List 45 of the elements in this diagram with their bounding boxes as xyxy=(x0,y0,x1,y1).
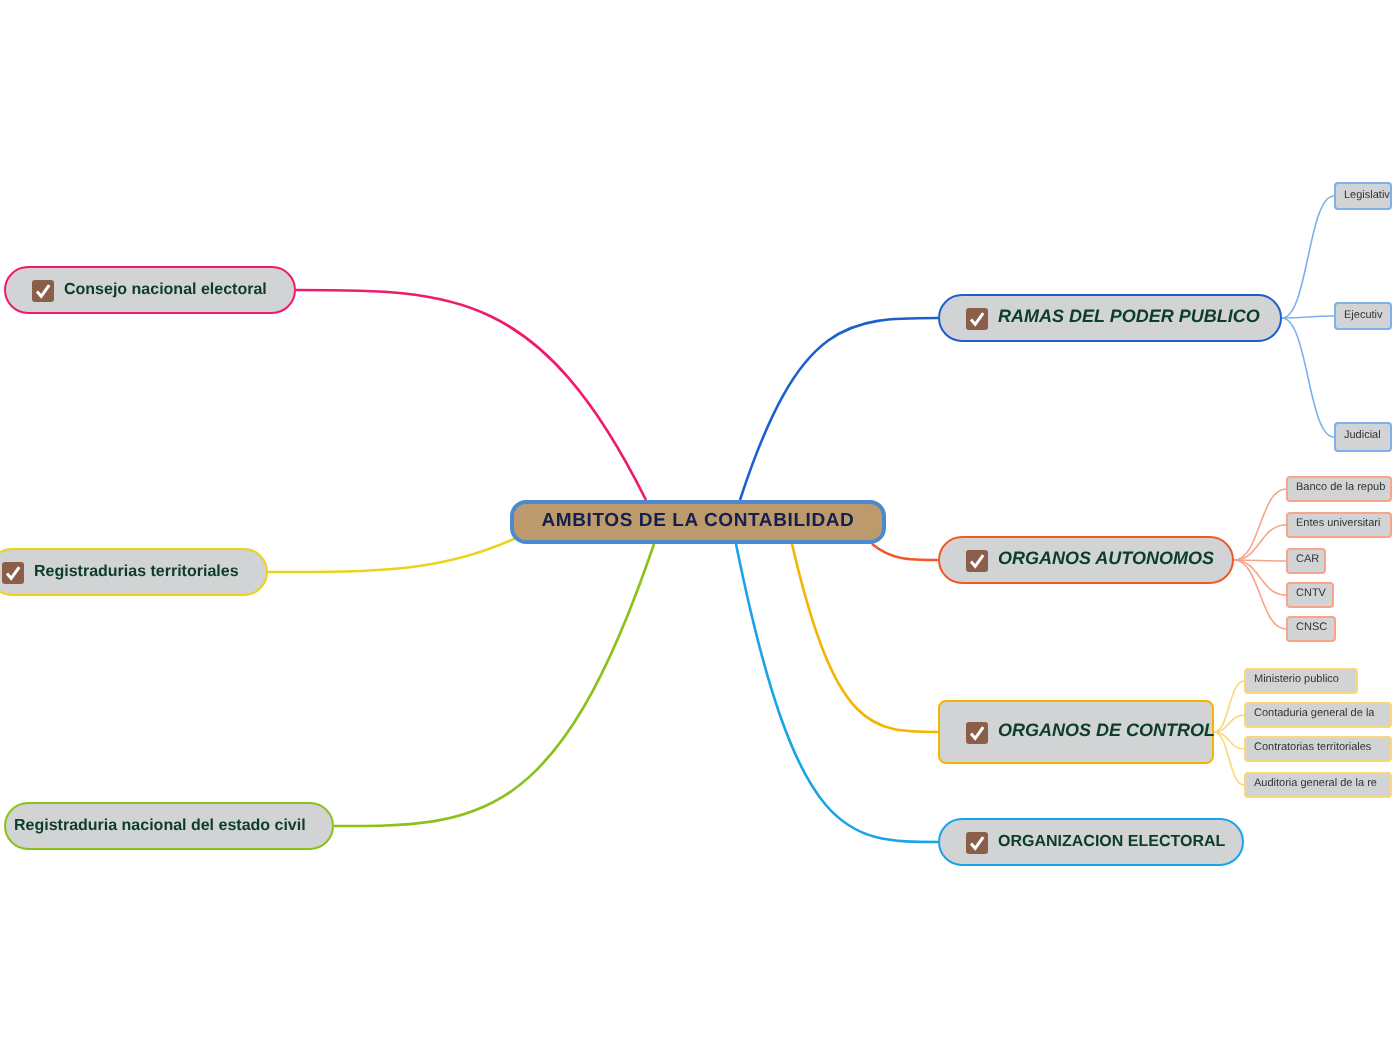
subtopic-box xyxy=(1244,736,1392,762)
connector-line xyxy=(1213,731,1245,750)
node-label: Registradurias territoriales xyxy=(34,560,239,584)
subtopic-box xyxy=(1286,616,1336,642)
branch-box xyxy=(938,536,1234,584)
branch-box xyxy=(4,266,296,314)
connector-line xyxy=(1213,731,1245,786)
branch-box xyxy=(938,818,1244,866)
connector-line xyxy=(1233,559,1287,630)
connector-line xyxy=(790,543,938,734)
connector-line xyxy=(1233,488,1287,561)
subtopic-box xyxy=(1334,422,1392,452)
branch-box xyxy=(0,548,268,596)
node-label: ORGANIZACION ELECTORAL xyxy=(998,830,1226,854)
subtopic-box xyxy=(1244,702,1392,728)
subtopic-box xyxy=(1286,548,1326,574)
subtopic-box xyxy=(1334,182,1392,210)
node-label: Consejo nacional electoral xyxy=(64,278,267,302)
node-label: AMBITOS DE LA CONTABILIDAD xyxy=(541,507,855,536)
branch-box xyxy=(938,294,1282,342)
subtopic-box xyxy=(1286,512,1392,538)
connector-line xyxy=(296,288,648,501)
topic-box xyxy=(510,500,886,544)
branch-box xyxy=(4,802,334,850)
subtopic-box xyxy=(1286,582,1334,608)
connector-line xyxy=(268,536,517,574)
connector-line xyxy=(871,542,938,562)
connector-line xyxy=(734,543,938,844)
connector-line xyxy=(1281,195,1335,319)
connector-line xyxy=(1281,317,1335,438)
node-label: ORGANOS AUTONOMOS xyxy=(998,546,1215,573)
connector-line xyxy=(1281,315,1335,319)
subtopic-box xyxy=(1244,772,1392,798)
node-label: Registraduria nacional del estado civil xyxy=(14,814,306,838)
connector-line xyxy=(1233,524,1287,561)
connector-line xyxy=(1233,559,1287,596)
connector-line xyxy=(1213,680,1245,733)
node-label: RAMAS DEL PODER PUBLICO xyxy=(998,304,1260,331)
connector-line xyxy=(334,543,656,828)
subtopic-box xyxy=(1286,476,1392,502)
connector-line xyxy=(738,316,938,501)
connector-line xyxy=(1213,714,1245,733)
subtopic-box xyxy=(1334,302,1392,330)
subtopic-box xyxy=(1244,668,1358,694)
branch-box xyxy=(938,700,1214,764)
